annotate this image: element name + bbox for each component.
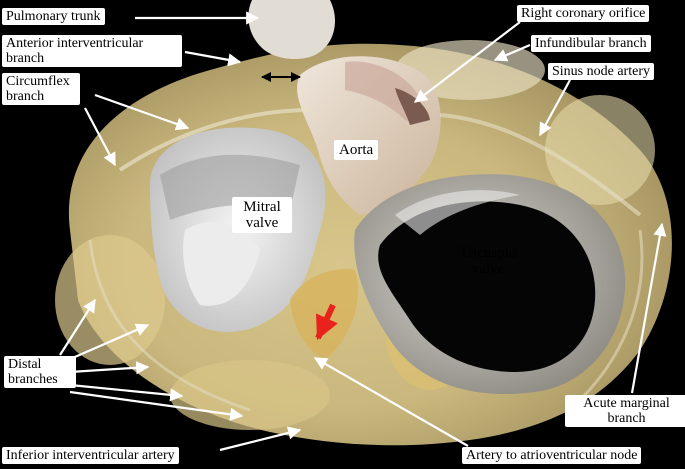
label-tricuspid-valve: Tricuspid valve xyxy=(459,245,517,277)
label-mitral-valve: Mitral valve xyxy=(232,197,292,233)
label-right-coronary-orifice: Right coronary orifice xyxy=(517,5,650,22)
label-aorta: Aorta xyxy=(334,140,379,160)
label-sinus-node-artery: Sinus node artery xyxy=(548,63,654,80)
label-pulmonary-trunk: Pulmonary trunk xyxy=(2,8,105,25)
label-inferior-interventricular-artery: Inferior interventricular artery xyxy=(2,447,179,464)
pulmonary-trunk-shape xyxy=(248,0,335,60)
label-infundibular-branch: Infundibular branch xyxy=(531,35,651,52)
label-artery-to-av-node: Artery to atrioventricular node xyxy=(462,447,642,464)
label-anterior-interventricular-branch: Anterior interventricular branch xyxy=(2,35,182,67)
label-acute-marginal-branch: Acute marginal branch xyxy=(565,395,685,427)
label-circumflex-branch: Circumflex branch xyxy=(2,73,80,105)
label-distal-branches: Distal branches xyxy=(4,356,76,388)
